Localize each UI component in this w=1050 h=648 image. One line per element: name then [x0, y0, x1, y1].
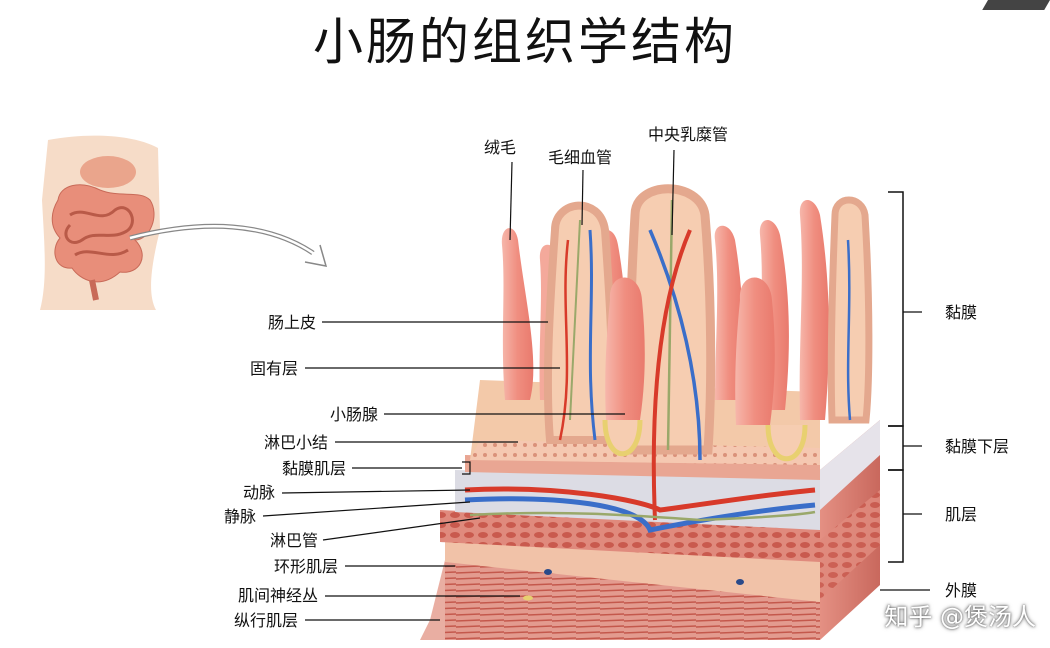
- watermark: 知乎 @煲汤人: [884, 603, 1036, 631]
- label-muscularis-mucosae: 黏膜肌层: [282, 459, 346, 478]
- label-lacteal: 中央乳糜管: [648, 125, 728, 144]
- label-circular-muscle: 环形肌层: [274, 557, 338, 576]
- label-lymph-nodule: 淋巴小结: [264, 433, 328, 452]
- label-mucosa: 黏膜: [945, 303, 977, 322]
- label-lamina-propria: 固有层: [250, 359, 298, 378]
- page-title: 小肠的组织学结构: [313, 13, 737, 71]
- leader-lines: [262, 149, 675, 621]
- label-lymph-vessel: 淋巴管: [270, 531, 318, 550]
- label-epithelium: 肠上皮: [268, 313, 316, 332]
- longitudinal-muscle-layer: [445, 560, 820, 640]
- layer-braces: [880, 191, 930, 591]
- label-villus: 绒毛: [484, 138, 516, 157]
- pointer-arrow: [129, 223, 328, 267]
- circular-muscle-layer: [440, 510, 820, 562]
- label-capillary: 毛细血管: [548, 148, 612, 167]
- label-vein: 静脉: [224, 507, 256, 526]
- label-myenteric-plexus: 肌间神经丛: [238, 586, 318, 605]
- label-artery: 动脉: [243, 483, 275, 502]
- abdomen-illustration: [40, 135, 160, 310]
- stomach-shape: [80, 156, 136, 188]
- label-submucosa: 黏膜下层: [945, 437, 1009, 456]
- label-muscularis: 肌层: [945, 505, 977, 524]
- label-longitudinal-muscle: 纵行肌层: [234, 611, 298, 630]
- label-serosa: 外膜: [945, 581, 977, 600]
- label-intestinal-gland: 小肠腺: [330, 405, 378, 424]
- tissue-block: [420, 184, 880, 640]
